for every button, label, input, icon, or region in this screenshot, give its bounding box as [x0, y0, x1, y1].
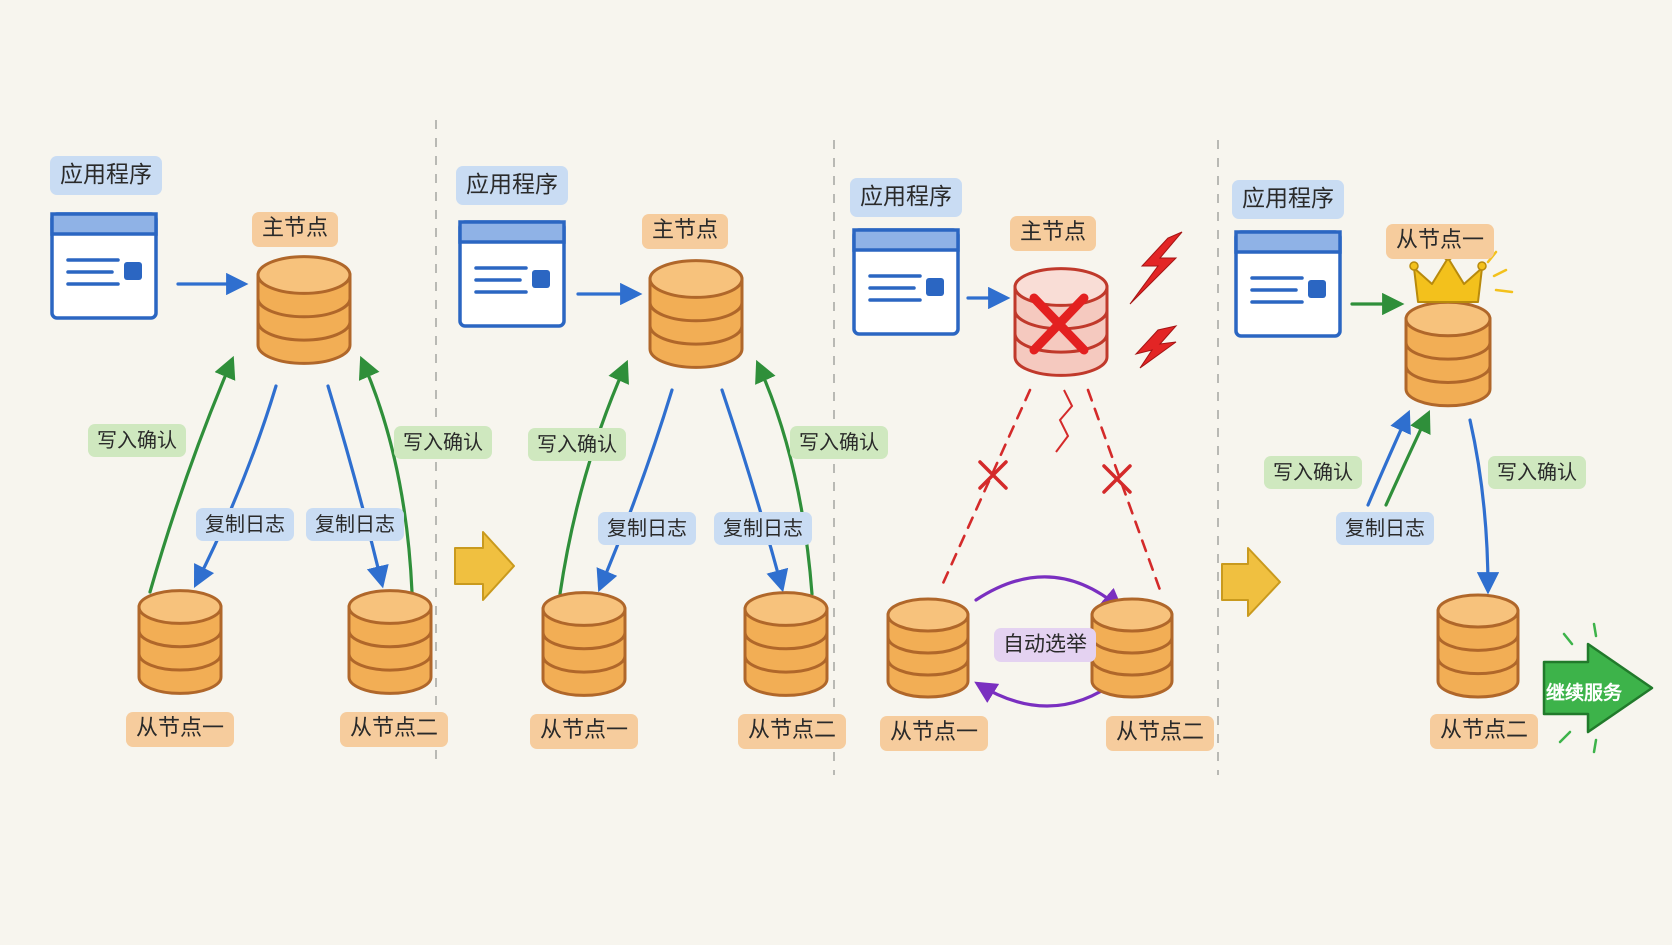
application-windows — [50, 212, 1342, 338]
ack-arrow — [755, 359, 814, 596]
database-cylinder-icon — [347, 589, 433, 695]
slave2-label: 从节点二 — [1106, 716, 1215, 751]
database-cylinder-icon — [743, 591, 829, 697]
slave2-label: 从节点二 — [1430, 714, 1539, 749]
master-label: 主节点 — [252, 212, 339, 247]
application-window-icon — [852, 228, 960, 336]
failed-master-label: 主节点 — [1010, 216, 1097, 251]
auto-election-label: 自动选举 — [994, 628, 1096, 662]
continue-service-arrow — [1542, 622, 1654, 754]
slave2-label: 从节点二 — [738, 714, 847, 749]
right-arrow-icon — [1221, 547, 1281, 617]
replicate-arrow — [720, 388, 789, 593]
crack-icon — [1055, 389, 1074, 453]
database-cylinder-icon — [1404, 300, 1492, 408]
election-arrow — [974, 575, 1124, 611]
replicate-log-label: 复制日志 — [1336, 512, 1434, 545]
replicate-log-label: 复制日志 — [196, 508, 294, 541]
database-cylinder-icon — [137, 589, 223, 695]
ack-arrow — [358, 355, 414, 594]
write-ack-label: 写入确认 — [88, 424, 186, 457]
replicate-arrow — [326, 384, 389, 589]
lightning-bolt-icon — [1134, 325, 1178, 369]
slave1-label: 从节点一 — [530, 714, 639, 749]
continue-service-label: 继续服务 — [1546, 682, 1623, 704]
broken-link — [938, 388, 1032, 592]
red-x-icon — [1029, 293, 1089, 355]
connections — [148, 272, 1500, 708]
sparkle-icon — [1486, 250, 1514, 294]
slave1-label: 从节点一 — [126, 712, 235, 747]
right-arrow-icon — [454, 531, 515, 601]
transition-arrows — [454, 531, 1281, 617]
ack-arrow — [558, 359, 629, 596]
application-window-icon — [458, 220, 566, 328]
database-cylinder-icon — [1090, 597, 1174, 699]
write-ack-label: 写入确认 — [1264, 456, 1362, 489]
replicate-log-label: 复制日志 — [306, 508, 404, 541]
replicate-log-label: 复制日志 — [598, 512, 696, 545]
write-ack-label: 写入确认 — [1488, 456, 1586, 489]
slave1-label: 从节点一 — [880, 716, 989, 751]
database-cylinder-icon — [1436, 593, 1520, 699]
lightning-bolt-icon — [1129, 231, 1183, 305]
write-ack-label: 写入确认 — [790, 426, 888, 459]
write-ack-label: 写入确认 — [394, 426, 492, 459]
new-master-label: 从节点一 — [1386, 224, 1495, 259]
crown-icon — [1409, 251, 1487, 303]
replicate-arrow — [1366, 409, 1411, 507]
master-label: 主节点 — [642, 214, 729, 249]
broken-link — [1086, 388, 1162, 592]
ack-arrow — [148, 355, 236, 594]
database-nodes — [137, 255, 1520, 699]
replicate-arrow — [596, 388, 674, 593]
app-label: 应用程序 — [456, 166, 568, 205]
database-cylinder-icon — [256, 255, 352, 365]
break-x-icon — [1102, 464, 1132, 494]
lightning-bolts — [1129, 231, 1183, 369]
replicate-log-label: 复制日志 — [714, 512, 812, 545]
replicate-arrow — [193, 384, 278, 588]
app-label: 应用程序 — [1232, 180, 1344, 219]
write-arrow — [1468, 418, 1500, 595]
database-cylinder-icon — [541, 591, 627, 697]
write-ack-label: 写入确认 — [528, 428, 626, 461]
application-window-icon — [50, 212, 158, 320]
app-label: 应用程序 — [50, 156, 162, 195]
ack-arrow — [1384, 409, 1431, 507]
slave2-label: 从节点二 — [340, 712, 449, 747]
application-window-icon — [1234, 230, 1342, 338]
panel-dividers — [435, 120, 1219, 775]
break-x-icon — [978, 460, 1008, 490]
database-cylinder-icon — [648, 259, 744, 369]
link-break-marks — [978, 460, 1132, 494]
database-cylinder-icon — [886, 597, 970, 699]
app-label: 应用程序 — [850, 178, 962, 217]
